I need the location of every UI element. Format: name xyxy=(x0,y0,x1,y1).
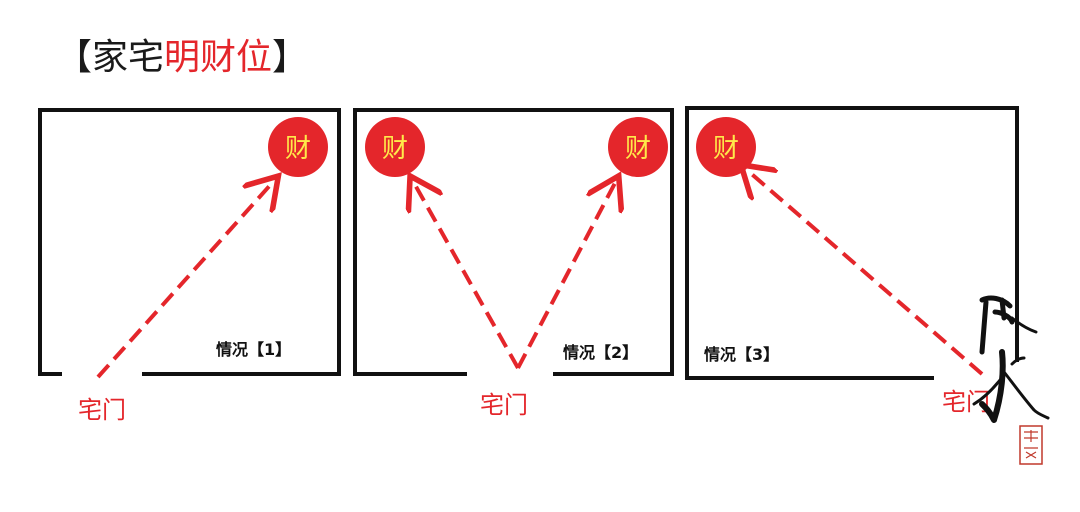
path-arrow-1 xyxy=(96,182,273,379)
wealth-label: 财 xyxy=(713,134,739,164)
case-label-2: 情况【2】 xyxy=(563,343,638,362)
panel-1: 财 情况【1】 宅门 xyxy=(38,108,341,424)
wealth-spot-2-right: 财 xyxy=(608,117,668,177)
wealth-label: 财 xyxy=(285,134,311,164)
title-prefix: 【家宅 xyxy=(56,37,165,78)
door-label: 宅门 xyxy=(480,391,528,419)
seal-stamp-icon xyxy=(1019,425,1043,465)
brush-calligraphy-watermark-icon xyxy=(972,295,1050,465)
room-outline-1 xyxy=(38,108,341,376)
wealth-spot-3: 财 xyxy=(696,117,756,177)
path-arrow-2-left xyxy=(414,183,520,369)
wealth-spot-1: 财 xyxy=(268,117,328,177)
wealth-spot-2-left: 财 xyxy=(365,117,425,177)
case-label-1: 情况【1】 xyxy=(216,340,291,359)
wealth-label: 财 xyxy=(382,134,408,164)
path-arrow-3 xyxy=(747,170,984,376)
wealth-label: 财 xyxy=(625,134,651,164)
room-outline-2 xyxy=(353,108,674,376)
title-suffix: 】 xyxy=(272,37,309,78)
door-label: 宅门 xyxy=(78,396,126,424)
panel-2: 财 财 情况【2】 宅门 xyxy=(353,108,674,419)
title-highlight: 明财位 xyxy=(164,37,273,78)
path-arrow-2-right xyxy=(516,183,615,369)
room-outline-3 xyxy=(685,106,1019,380)
case-label-3: 情况【3】 xyxy=(704,345,779,364)
page-title: 【家宅明财位】 xyxy=(56,38,308,78)
panel-3: 财 情况【3】 宅门 xyxy=(685,106,1019,416)
